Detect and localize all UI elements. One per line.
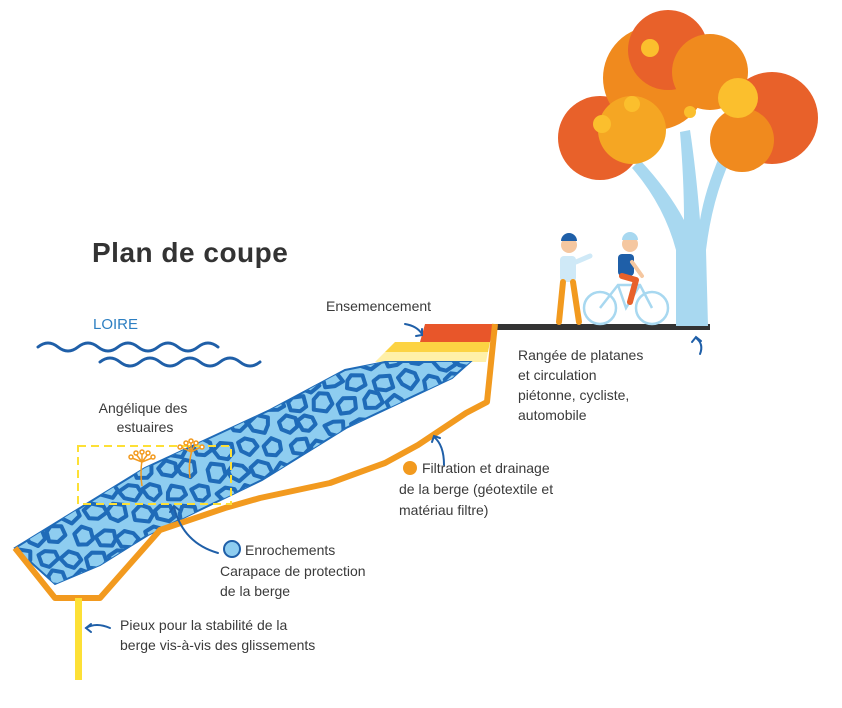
plane-trees-label: Rangée de platanes et circulation piéton… [518,347,647,423]
diagram-title: Plan de coupe [92,237,288,268]
seeding-layer-bottom [375,352,488,362]
rock-armor-label: Enrochements Carapace de protection de l… [220,542,369,599]
piles-label: Pieux pour la stabilité de la berge vis-… [120,617,315,653]
orange-dot-icon [403,461,417,475]
angelica-plant-icon [128,449,156,487]
curved-arrow-icon [84,623,111,633]
filtration-label: Filtration et drainage de la berge (géot… [399,460,557,518]
road-surface [490,324,710,330]
seeding-layer-middle [385,342,490,352]
river-waves [36,341,262,368]
angelica-zone [77,445,232,505]
curved-arrow-icon [691,335,703,355]
blue-dot-icon [223,540,241,558]
angelica-label: Angélique des estuaires [99,400,192,435]
curved-arrow-icon [404,323,423,337]
seeding-layer-top [420,324,495,342]
seeding-label: Ensemencement [326,298,431,314]
pedestrian-icon [556,233,593,325]
stabilization-pile [75,598,82,680]
curved-arrow-icon [169,504,219,554]
cyclist-icon [582,232,670,326]
filter-drainage-line [12,323,498,601]
river-label: LOIRE [93,316,138,333]
curved-arrow-icon [431,434,445,466]
plane-tree-icon [558,10,818,326]
angelica-plant-icon [177,438,205,479]
